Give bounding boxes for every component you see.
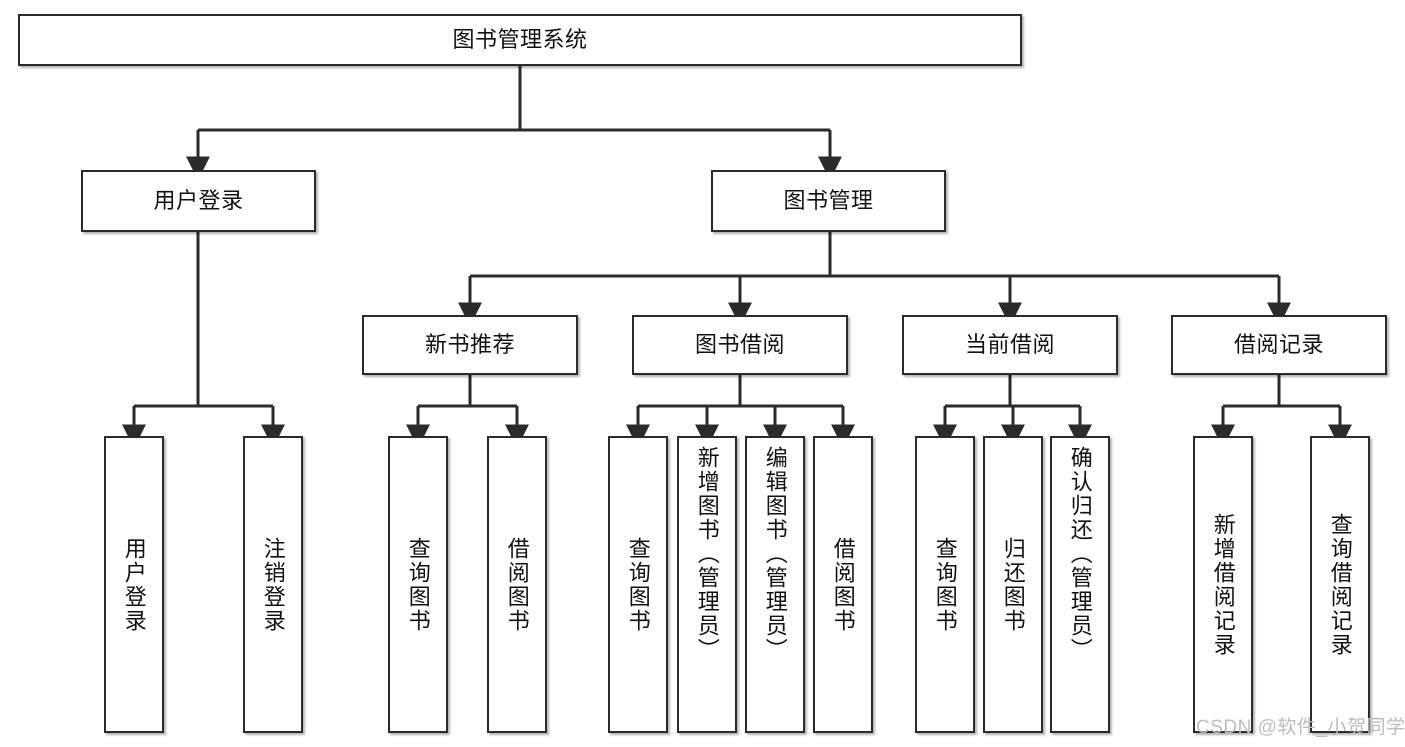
leaf-borrow-book-recommend-label: 借阅图书	[504, 536, 530, 633]
leaf-query-borrow-record-label: 查询借阅记录	[1327, 512, 1353, 657]
node-current-borrow[interactable]: 当前借阅	[902, 315, 1118, 375]
leaf-add-borrow-record-label: 新增借阅记录	[1210, 512, 1236, 657]
leaf-borrow-book-recommend[interactable]: 借阅图书	[487, 436, 547, 733]
leaf-confirm-return-admin-label: 确认归还（管理员）	[1067, 446, 1093, 662]
node-book-management[interactable]: 图书管理	[711, 170, 946, 232]
leaf-user-login-label: 用户登录	[121, 536, 147, 633]
leaf-add-book-admin-label: 新增图书（管理员）	[694, 446, 720, 662]
node-borrow-record-label: 借阅记录	[1233, 331, 1324, 357]
leaf-return-book[interactable]: 归还图书	[983, 436, 1043, 733]
leaf-edit-book-admin[interactable]: 编辑图书（管理员）	[745, 436, 805, 733]
node-root[interactable]: 图书管理系统	[18, 14, 1022, 66]
leaf-add-book-admin[interactable]: 新增图书（管理员）	[677, 436, 737, 733]
leaf-edit-book-admin-label: 编辑图书（管理员）	[762, 446, 788, 662]
leaf-query-book-recommend[interactable]: 查询图书	[388, 436, 448, 733]
leaf-add-borrow-record[interactable]: 新增借阅记录	[1193, 436, 1253, 733]
node-book-management-label: 图书管理	[783, 187, 874, 213]
leaf-logout-label: 注销登录	[260, 536, 286, 633]
leaf-query-borrow-record[interactable]: 查询借阅记录	[1310, 436, 1370, 733]
leaf-query-book-current-label: 查询图书	[932, 536, 958, 633]
node-root-label: 图书管理系统	[452, 26, 588, 52]
leaf-borrow-book-label: 借阅图书	[830, 536, 856, 633]
leaf-confirm-return-admin[interactable]: 确认归还（管理员）	[1050, 436, 1110, 733]
leaf-logout[interactable]: 注销登录	[243, 436, 303, 733]
watermark-text: CSDN @软件_小贺同学	[1196, 717, 1405, 738]
node-new-book-recommend-label: 新书推荐	[424, 331, 515, 357]
leaf-user-login[interactable]: 用户登录	[104, 436, 164, 733]
leaf-query-book-current[interactable]: 查询图书	[915, 436, 975, 733]
leaf-query-book-recommend-label: 查询图书	[405, 536, 431, 633]
node-book-borrow[interactable]: 图书借阅	[632, 315, 848, 375]
node-book-borrow-label: 图书借阅	[694, 331, 785, 357]
node-user-login-label: 用户登录	[153, 187, 244, 213]
node-borrow-record[interactable]: 借阅记录	[1171, 315, 1387, 375]
leaf-return-book-label: 归还图书	[1000, 536, 1026, 633]
node-new-book-recommend[interactable]: 新书推荐	[362, 315, 578, 375]
leaf-query-book-label: 查询图书	[625, 536, 651, 633]
node-current-borrow-label: 当前借阅	[964, 331, 1055, 357]
node-user-login[interactable]: 用户登录	[81, 170, 316, 232]
leaf-query-book[interactable]: 查询图书	[608, 436, 668, 733]
leaf-borrow-book[interactable]: 借阅图书	[813, 436, 873, 733]
